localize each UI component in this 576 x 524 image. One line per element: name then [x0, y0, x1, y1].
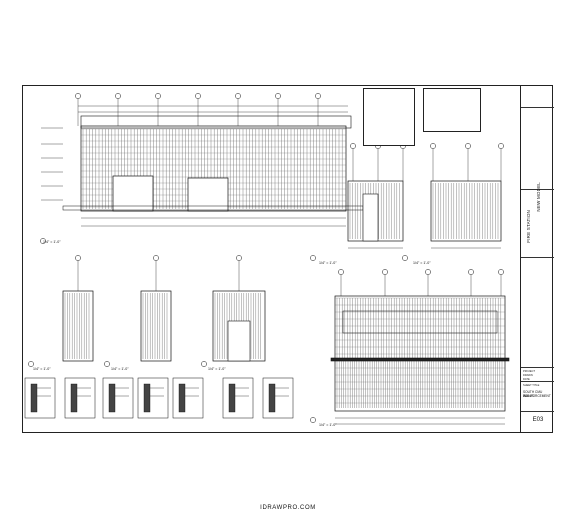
view-number-bubble — [402, 255, 408, 261]
grid-bubble — [498, 143, 504, 149]
section-detail-wall — [143, 383, 151, 413]
view-6-scale: 1/4" = 1'-0" — [208, 367, 226, 371]
elevation-6-opening — [227, 320, 251, 362]
view-7-scale: 1/4" = 1'-0" — [319, 423, 337, 427]
label-date: DATE — [523, 378, 530, 381]
drawing-linework — [24, 88, 510, 425]
elevation-5-rebar — [142, 293, 168, 359]
elevation-7-ledge — [330, 357, 510, 362]
elevation-3-rebar — [432, 183, 499, 239]
section-detail — [64, 377, 96, 419]
grid-bubble — [195, 93, 201, 99]
section-detail-wall — [268, 383, 276, 413]
sheet-title-line-2: REINFORCEMENT — [523, 394, 551, 398]
elevation-3-outline — [430, 180, 502, 242]
grid-bubble — [275, 93, 281, 99]
grid-bubble — [75, 255, 81, 261]
label-drawn: DRAWN — [523, 374, 533, 377]
section-detail-wall — [228, 383, 236, 413]
elevation-1-door-opening — [112, 175, 154, 212]
view-3-scale: 1/4" = 1'-0" — [413, 261, 431, 265]
title-block-blank — [521, 258, 554, 368]
section-detail — [172, 377, 204, 419]
elevation-1-rebar-vertical — [82, 129, 343, 209]
view-number-bubble — [104, 361, 110, 367]
view-number-bubble — [310, 417, 316, 423]
elevation-2-opening — [362, 193, 379, 242]
drawing-sheet: FIRE STATION NEW MODEL PROJECT DRAWN DAT… — [22, 85, 554, 433]
grid-bubble — [236, 255, 242, 261]
grid-bubble — [430, 143, 436, 149]
section-detail — [102, 377, 134, 419]
view-number-bubble — [201, 361, 207, 367]
section-detail — [262, 377, 294, 419]
grid-bubble — [153, 255, 159, 261]
section-detail-wall — [108, 383, 116, 413]
watermark-footer: IDRAWPRO.COM — [260, 505, 316, 511]
elevation-1-door-opening-2 — [187, 177, 229, 212]
view-1-scale: 1/4" = 1'-0" — [43, 240, 61, 244]
project-name-vertical: FIRE STATION — [526, 210, 531, 243]
grid-bubble — [155, 93, 161, 99]
grid-bubble — [75, 93, 81, 99]
section-detail — [24, 377, 56, 419]
elevation-1-parapet — [80, 115, 352, 129]
sheet-title-line-1: SOUTH CMU WALLS — [523, 390, 543, 398]
section-detail — [137, 377, 169, 419]
elevation-7-band — [342, 310, 498, 334]
section-detail-wall — [30, 383, 38, 413]
title-block-info: PROJECT DRAWN DATE — [521, 368, 554, 382]
label-project: PROJECT — [523, 370, 536, 373]
elevation-4-rebar — [64, 293, 90, 359]
title-block-revisions — [521, 86, 554, 108]
grid-bubble — [498, 269, 504, 275]
title-block-sheet-title: SHEET TITLE SOUTH CMU WALLS REINFORCEMEN… — [521, 382, 554, 412]
view-5-scale: 1/4" = 1'-0" — [111, 367, 129, 371]
grid-bubble — [468, 269, 474, 275]
view-number-bubble — [40, 238, 46, 244]
grid-bubble — [338, 269, 344, 275]
view-2-scale: 1/4" = 1'-0" — [319, 261, 337, 265]
sheet-number: E03 — [532, 417, 544, 423]
grid-bubble — [235, 93, 241, 99]
grid-bubble — [425, 269, 431, 275]
elevation-7-rebar-lower — [336, 358, 503, 408]
view-number-bubble — [310, 255, 316, 261]
section-detail-wall — [70, 383, 78, 413]
title-block-project: FIRE STATION NEW MODEL — [521, 182, 554, 258]
section-detail-wall — [178, 383, 186, 413]
section-detail — [222, 377, 254, 419]
elevation-7-outline — [334, 295, 506, 412]
view-4-scale: 1/4" = 1'-0" — [33, 367, 51, 371]
elevation-7-rebar-upper — [336, 298, 501, 358]
grid-bubble — [350, 143, 356, 149]
project-subtitle-vertical: NEW MODEL — [536, 182, 541, 212]
reinforcement-schedule-right — [423, 88, 481, 132]
title-block-stamp — [521, 108, 554, 190]
grid-bubble — [115, 93, 121, 99]
title-block: FIRE STATION NEW MODEL PROJECT DRAWN DAT… — [520, 86, 554, 432]
grid-bubble — [465, 143, 471, 149]
grid-bubble — [382, 269, 388, 275]
grid-bubble — [315, 93, 321, 99]
reinforcement-schedule-left — [363, 88, 415, 146]
label-sheet-title: SHEET TITLE — [523, 384, 540, 387]
view-number-bubble — [28, 361, 34, 367]
